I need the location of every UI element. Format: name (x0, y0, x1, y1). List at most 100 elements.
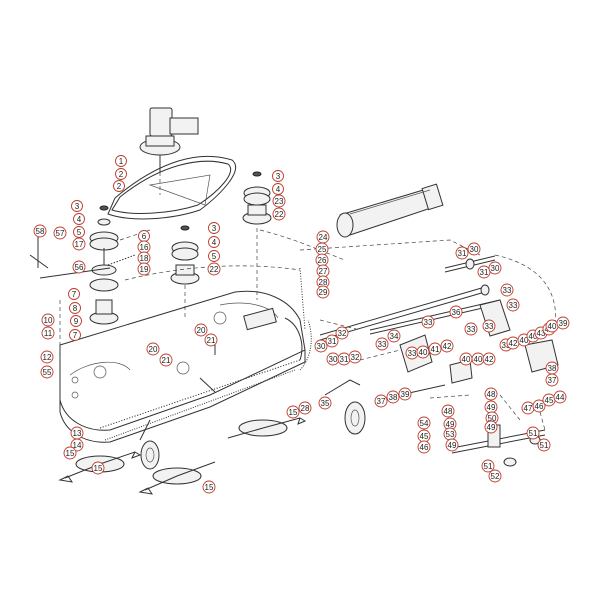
callout-label: 45 (545, 396, 554, 405)
callout-circle (318, 396, 332, 410)
callout-37: 37 (545, 373, 559, 387)
callout-label: 41 (431, 345, 440, 354)
callout-label: 42 (443, 342, 452, 351)
callout-circle (137, 262, 151, 276)
callout-label: 33 (378, 340, 387, 349)
callout-label: 31 (328, 337, 337, 346)
callout-circle (73, 213, 85, 225)
callout-40: 40 (471, 352, 485, 366)
callout-21: 21 (159, 353, 173, 367)
callout-label: 39 (559, 319, 568, 328)
callout-label: 44 (556, 393, 565, 402)
callout-label: 28 (301, 404, 310, 413)
callout-22: 22 (272, 207, 286, 221)
callout-label: 42 (485, 355, 494, 364)
callout-13: 13 (70, 426, 84, 440)
callout-label: 39 (401, 390, 410, 399)
callout-11: 11 (41, 326, 55, 340)
callout-circle (386, 390, 400, 404)
callout-label: 4 (212, 238, 217, 247)
callout-36: 36 (449, 305, 463, 319)
callout-3: 3 (208, 222, 220, 234)
callout-49: 49 (484, 400, 498, 414)
callout-1: 1 (115, 155, 127, 167)
callout-label: 58 (36, 227, 45, 236)
callout-23: 23 (272, 194, 286, 208)
caster-wheel-left (139, 419, 160, 470)
callout-label: 55 (43, 368, 52, 377)
callout-label: 21 (207, 336, 216, 345)
callout-circle (500, 283, 514, 297)
callout-46: 46 (532, 399, 546, 413)
callout-label: 29 (319, 288, 328, 297)
callout-label: 5 (212, 252, 217, 261)
callout-circle (440, 339, 454, 353)
callout-circle (53, 226, 67, 240)
callout-29: 29 (316, 285, 330, 299)
callout-circle (72, 237, 86, 251)
callout-label: 51 (529, 429, 538, 438)
routing-lines (59, 172, 557, 448)
callout-label: 22 (275, 210, 284, 219)
callout-32: 32 (348, 350, 362, 364)
callout-label: 10 (44, 316, 53, 325)
callout-label: 56 (75, 263, 84, 272)
callout-label: 15 (94, 464, 103, 473)
callout-label: 13 (73, 429, 82, 438)
callout-44: 44 (553, 390, 567, 404)
callout-51: 51 (526, 426, 540, 440)
callout-58: 58 (33, 224, 47, 238)
callout-45: 45 (542, 393, 556, 407)
callout-33: 33 (421, 315, 435, 329)
callout-label: 42 (509, 339, 518, 348)
callout-label: 50 (488, 414, 497, 423)
callout-circle (325, 334, 339, 348)
callout-label: 24 (319, 233, 328, 242)
callout-circle (115, 155, 127, 167)
gearbox (139, 107, 199, 172)
left-pulley-assembly (89, 205, 119, 292)
callout-label: 49 (487, 403, 496, 412)
callout-label: 38 (389, 393, 398, 402)
idler-arm (29, 235, 136, 325)
callout-42: 42 (506, 336, 520, 350)
callout-label: 49 (446, 420, 455, 429)
callout-circle (526, 426, 540, 440)
callout-circle (314, 339, 328, 353)
callout-label: 7 (73, 331, 78, 340)
callout-label: 48 (444, 407, 453, 416)
callout-37: 37 (374, 394, 388, 408)
callout-label: 49 (448, 441, 457, 450)
callout-circle (348, 350, 362, 364)
callout-34: 34 (387, 329, 401, 343)
callout-41: 41 (428, 342, 442, 356)
callout-15: 15 (202, 480, 216, 494)
callout-circle (556, 316, 570, 330)
callout-circle (449, 305, 463, 319)
callout-31: 31 (455, 246, 469, 260)
callout-label: 40 (474, 355, 483, 364)
callout-label: 54 (420, 419, 429, 428)
callout-circle (41, 326, 55, 340)
callout-circle (71, 200, 83, 212)
callout-label: 33 (485, 322, 494, 331)
callout-label: 33 (503, 286, 512, 295)
callout-label: 38 (548, 364, 557, 373)
callout-circle (73, 226, 85, 238)
callout-label: 30 (470, 245, 479, 254)
callout-circle (484, 387, 498, 401)
callout-label: 52 (491, 472, 500, 481)
callout-57: 57 (53, 226, 67, 240)
callout-circle (445, 438, 459, 452)
callout-label: 12 (43, 353, 52, 362)
callout-label: 33 (509, 301, 518, 310)
callout-circle (272, 207, 286, 221)
callout-label: 15 (66, 449, 75, 458)
drive-belt (107, 155, 237, 220)
callout-label: 15 (205, 483, 214, 492)
callout-circle (286, 405, 300, 419)
callout-label: 20 (149, 345, 158, 354)
callout-7: 7 (69, 329, 81, 341)
